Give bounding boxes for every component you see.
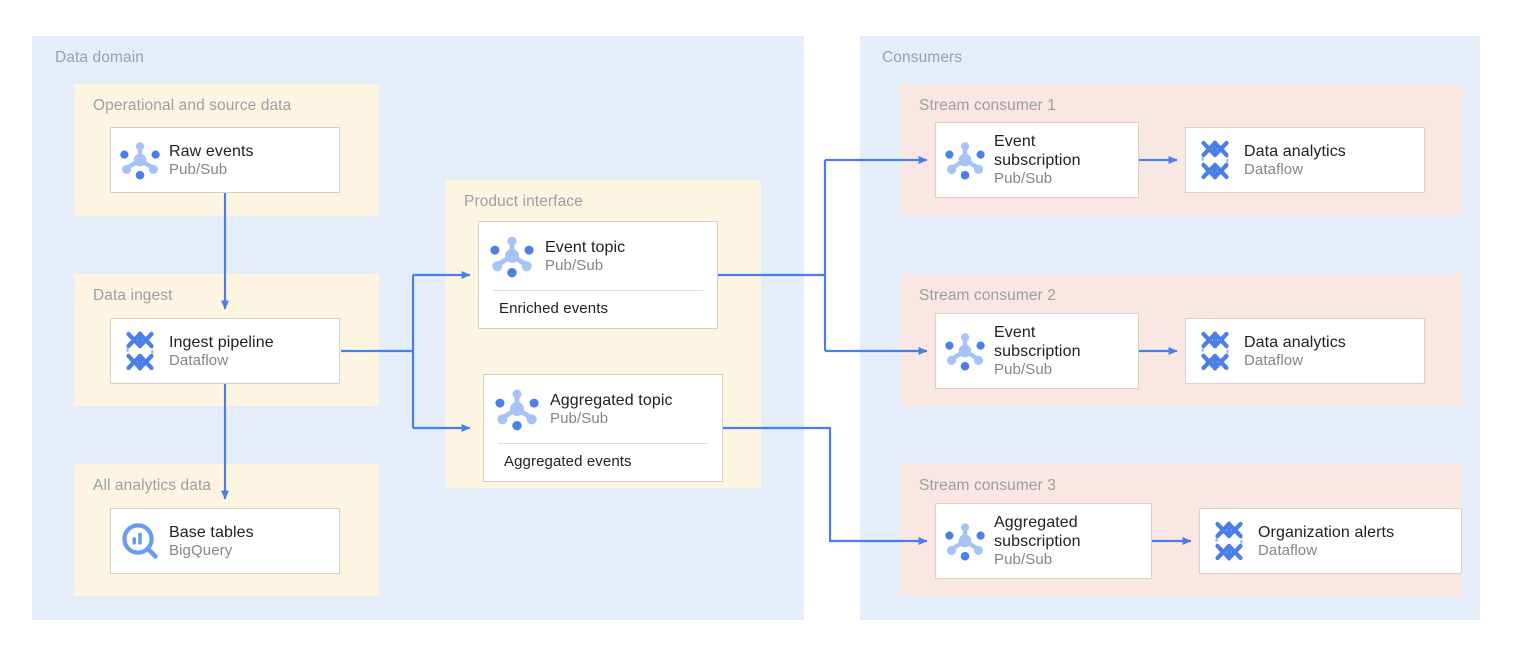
card-service: Dataflow	[169, 351, 229, 369]
card-data-analytics-2-text: Data analytics Dataflow	[1244, 333, 1346, 370]
card-service: Pub/Sub	[169, 160, 228, 178]
card-raw-events-text: Raw events Pub/Sub	[169, 142, 254, 179]
card-aggregated-subscription-text: Aggregated subscription Pub/Sub	[994, 513, 1106, 569]
card-raw-events[interactable]: Raw events Pub/Sub	[110, 127, 340, 193]
card-service: Dataflow	[1244, 160, 1304, 178]
card-event-subscription-2[interactable]: Event subscription Pub/Sub	[935, 313, 1139, 389]
card-base-tables-text: Base tables BigQuery	[169, 523, 254, 560]
card-title: Aggregated topic	[550, 391, 673, 409]
card-service: Pub/Sub	[994, 361, 1053, 378]
card-title: Event topic	[545, 238, 626, 256]
card-title: Raw events	[169, 142, 254, 160]
card-base-tables[interactable]: Base tables BigQuery	[110, 508, 340, 574]
pubsub-icon	[936, 134, 994, 186]
card-data-analytics-1-text: Data analytics Dataflow	[1244, 142, 1346, 179]
card-divider	[498, 443, 708, 444]
card-divider	[493, 290, 703, 291]
card-data-analytics-1[interactable]: Data analytics Dataflow	[1185, 127, 1425, 193]
card-title: Ingest pipeline	[169, 333, 274, 351]
card-service: Pub/Sub	[545, 256, 604, 274]
pubsub-icon	[484, 381, 550, 437]
group-label-product-interface: Product interface	[464, 193, 583, 210]
panel-label-data-domain: Data domain	[55, 49, 144, 66]
card-service: Dataflow	[1258, 541, 1318, 559]
group-label-data-ingest: Data ingest	[93, 287, 173, 304]
group-label-stream-consumer-3: Stream consumer 3	[919, 477, 1056, 494]
card-title: Event subscription	[994, 133, 1081, 169]
card-aggregated-topic-text: Aggregated topic Pub/Sub	[550, 391, 673, 428]
card-footer-label: Enriched events	[499, 300, 609, 317]
bigquery-icon	[111, 515, 169, 567]
card-service: BigQuery	[169, 541, 233, 559]
card-footer-label: Aggregated events	[504, 453, 632, 470]
dataflow-icon	[111, 325, 169, 377]
card-title: Event subscription	[994, 324, 1081, 360]
card-title: Data analytics	[1244, 333, 1346, 351]
card-organization-alerts[interactable]: Organization alerts Dataflow	[1199, 508, 1462, 574]
card-aggregated-topic[interactable]: Aggregated topic Pub/Sub Aggregated even…	[483, 374, 723, 482]
pubsub-icon	[111, 134, 169, 186]
card-title: Data analytics	[1244, 142, 1346, 160]
card-data-analytics-2[interactable]: Data analytics Dataflow	[1185, 318, 1425, 384]
card-service: Dataflow	[1244, 351, 1304, 369]
card-ingest-pipeline-text: Ingest pipeline Dataflow	[169, 333, 274, 370]
pubsub-icon	[479, 228, 545, 284]
dataflow-icon	[1186, 134, 1244, 186]
dataflow-icon	[1186, 325, 1244, 377]
card-title: Organization alerts	[1258, 523, 1395, 541]
panel-label-consumers: Consumers	[882, 49, 963, 66]
group-label-stream-consumer-2: Stream consumer 2	[919, 287, 1056, 304]
card-service: Pub/Sub	[994, 551, 1053, 568]
card-event-topic-text: Event topic Pub/Sub	[545, 238, 625, 275]
card-event-topic[interactable]: Event topic Pub/Sub Enriched events	[478, 221, 718, 329]
dataflow-icon	[1200, 515, 1258, 567]
card-title: Aggregated subscription	[994, 514, 1081, 550]
card-organization-alerts-text: Organization alerts Dataflow	[1258, 523, 1394, 560]
card-event-subscription-1-text: Event subscription Pub/Sub	[994, 132, 1104, 188]
card-ingest-pipeline[interactable]: Ingest pipeline Dataflow	[110, 318, 340, 384]
card-service: Pub/Sub	[550, 409, 609, 427]
group-label-all-analytics-data: All analytics data	[93, 477, 212, 494]
pubsub-icon	[936, 515, 994, 567]
card-service: Pub/Sub	[994, 170, 1053, 187]
pubsub-icon	[936, 325, 994, 377]
card-aggregated-subscription[interactable]: Aggregated subscription Pub/Sub	[935, 503, 1152, 579]
card-title: Base tables	[169, 523, 254, 541]
card-event-subscription-2-text: Event subscription Pub/Sub	[994, 323, 1104, 379]
card-event-subscription-1[interactable]: Event subscription Pub/Sub	[935, 122, 1139, 198]
group-label-stream-consumer-1: Stream consumer 1	[919, 97, 1056, 114]
group-label-operational-and-source-data: Operational and source data	[93, 97, 292, 114]
